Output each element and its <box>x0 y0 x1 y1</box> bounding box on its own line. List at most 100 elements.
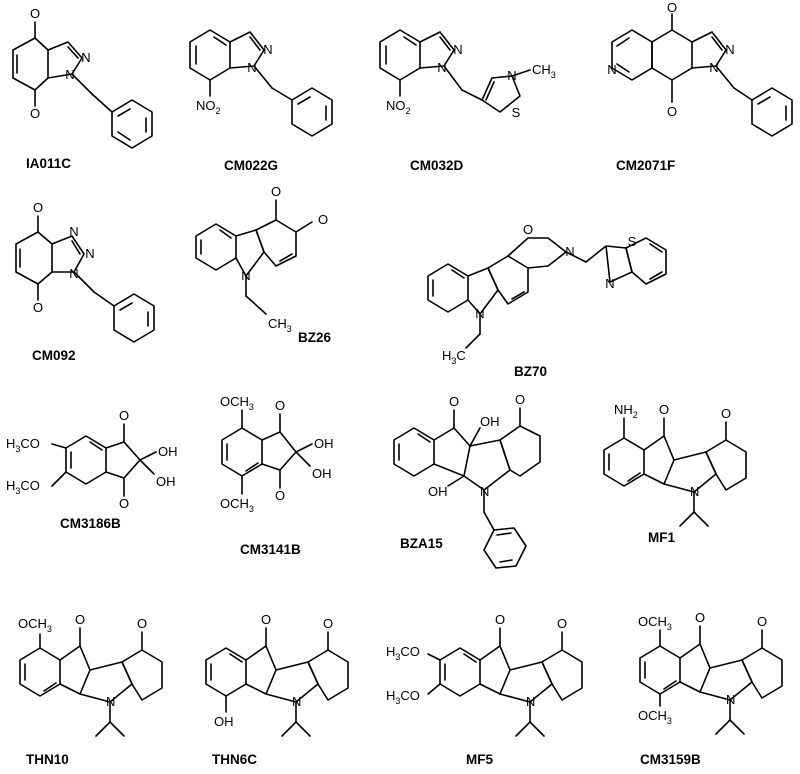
methoxy-group: OCH3 <box>638 708 672 726</box>
atom-o: O <box>30 106 40 121</box>
atom-n: N <box>69 224 78 239</box>
label-cm3141b: CM3141B <box>240 542 301 557</box>
amino-group: NH2 <box>614 402 638 420</box>
hydroxyl-group: OH <box>214 714 234 729</box>
atom-o: O <box>523 222 533 237</box>
hydroxyl-group: OH <box>314 436 334 451</box>
label-cm032d: CM032D <box>410 158 464 173</box>
atom-n: N <box>247 60 256 75</box>
atom-o: O <box>119 408 129 423</box>
atom-o: O <box>137 616 147 631</box>
methyl-group: CH3 <box>268 316 292 334</box>
atom-n: N <box>106 694 115 709</box>
label-ia011c: IA011C <box>26 156 71 171</box>
atom-o: O <box>667 0 677 15</box>
methoxy-group: H3CO <box>6 478 40 496</box>
atom-o: O <box>757 614 767 629</box>
label-thn6c: THN6C <box>212 752 257 767</box>
atom-n: N <box>69 266 78 281</box>
atom-n: N <box>292 694 301 709</box>
label-cm022g: CM022G <box>224 158 278 173</box>
atom-o: O <box>495 612 505 627</box>
atom-o: O <box>695 610 705 625</box>
atom-o: O <box>261 612 271 627</box>
structure-cm022g: N N NO2 <box>189 29 333 137</box>
atom-o: O <box>119 496 129 511</box>
atom-o: O <box>30 6 40 21</box>
structure-mf1: O O N NH2 <box>603 402 747 527</box>
atom-n: N <box>81 50 90 65</box>
methoxy-group: H3CO <box>6 436 40 454</box>
label-bz26: BZ26 <box>298 330 332 345</box>
nitro-group: NO2 <box>196 98 221 116</box>
label-cm092: CM092 <box>32 348 76 363</box>
atom-o: O <box>318 212 328 227</box>
atom-o: O <box>515 392 525 407</box>
structure-cm3159b: O O N OCH3 OCH3 <box>638 610 783 735</box>
atom-n: N <box>690 484 699 499</box>
atom-o: O <box>449 394 459 409</box>
atom-n: N <box>565 244 574 259</box>
structure-bz26: O O N CH3 <box>195 184 328 334</box>
methoxy-group: H3CO <box>386 644 420 662</box>
atom-o: O <box>667 104 677 119</box>
atom-n: N <box>726 692 735 707</box>
atom-s: S <box>628 234 637 249</box>
atom-n: N <box>709 60 718 75</box>
atom-n: N <box>526 694 535 709</box>
structure-thn10: O O N OCH3 <box>18 612 163 737</box>
structure-cm032d: N N N S CH3 NO2 <box>379 29 556 120</box>
hydroxyl-group: OH <box>480 414 500 429</box>
atom-n: N <box>65 67 74 82</box>
atom-o: O <box>557 616 567 631</box>
methoxy-group: OCH3 <box>18 616 52 634</box>
atom-o: O <box>33 200 43 215</box>
atom-o: O <box>275 398 285 413</box>
atom-o: O <box>75 612 85 627</box>
hydroxyl-group: OH <box>312 466 332 481</box>
hydroxyl-group: OH <box>156 474 176 489</box>
label-cm3159b: CM3159B <box>640 752 701 767</box>
label-mf5: MF5 <box>466 752 493 767</box>
atom-n: N <box>507 68 516 83</box>
structure-bz70: O N N S N H3C <box>427 222 667 366</box>
atom-o: O <box>271 184 281 199</box>
structure-bza15: O O OH OH N <box>393 392 541 569</box>
atom-n: N <box>475 306 484 321</box>
methoxy-group: OCH3 <box>638 614 672 632</box>
atom-n: N <box>453 42 462 57</box>
structure-cm092: O O N N N <box>15 200 155 343</box>
methoxy-group: OCH3 <box>220 496 254 514</box>
hydroxyl-group: OH <box>158 444 178 459</box>
structure-cm3141b: O O OH OH OCH3 OCH3 <box>220 394 334 514</box>
atom-o: O <box>323 616 333 631</box>
label-bza15: BZA15 <box>400 536 443 551</box>
methoxy-group: H3CO <box>386 688 420 706</box>
methoxy-group: OCH3 <box>220 394 254 412</box>
structure-cm3186b: O O OH OH H3CO H3CO <box>6 408 178 511</box>
label-mf1: MF1 <box>648 530 675 545</box>
atom-n: N <box>85 246 94 261</box>
hydroxyl-group: OH <box>428 484 448 499</box>
atom-o: O <box>659 402 669 417</box>
label-cm2071f: CM2071F <box>616 158 675 173</box>
atom-n: N <box>725 42 734 57</box>
structure-ia011c: O O N N <box>12 6 153 149</box>
atom-s: S <box>512 105 521 120</box>
atom-o: O <box>33 300 43 315</box>
atom-o: O <box>275 488 285 503</box>
methyl-group: CH3 <box>532 62 556 80</box>
label-bz70: BZ70 <box>514 364 547 379</box>
structure-thn6c: O O N OH <box>205 612 349 737</box>
label-thn10: THN10 <box>26 752 69 767</box>
atom-n: N <box>263 42 272 57</box>
atom-n: N <box>605 276 614 291</box>
structure-cm2071f: O O N N N <box>607 0 793 137</box>
atom-n: N <box>241 268 250 283</box>
atom-n: N <box>607 62 616 77</box>
atom-n: N <box>480 484 489 499</box>
atom-o: O <box>721 406 731 421</box>
methyl-group: H3C <box>442 348 466 366</box>
label-cm3186b: CM3186B <box>60 516 121 531</box>
